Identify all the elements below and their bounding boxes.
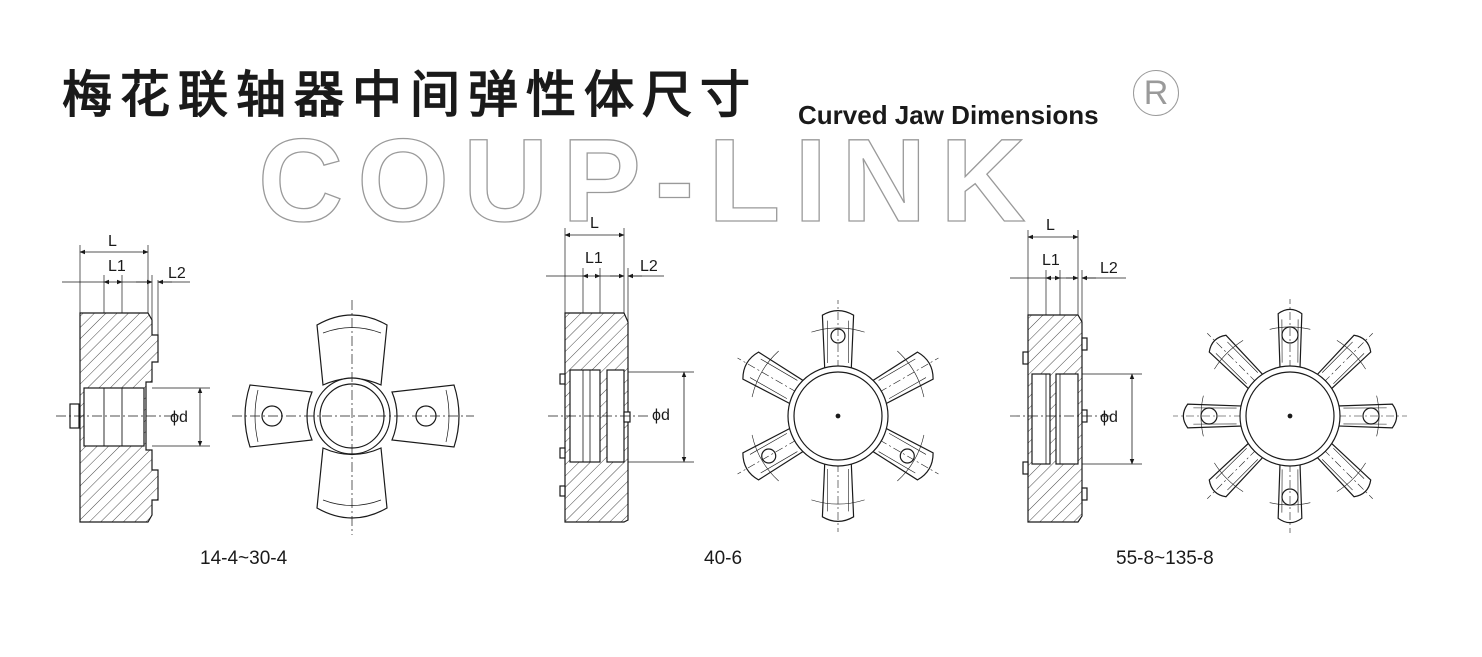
jaw-arc xyxy=(1336,340,1366,370)
dim-label-L1: L1 xyxy=(1042,252,1060,269)
jaw-inner-line xyxy=(749,433,798,474)
jaw-arc xyxy=(1336,462,1366,492)
hub-inner xyxy=(793,371,883,461)
dim-label-L2: L2 xyxy=(640,258,658,275)
center-point xyxy=(835,413,841,419)
dim-label-L1: L1 xyxy=(108,258,126,275)
jaw-inner-line xyxy=(1193,407,1237,425)
caption-variant-3: 55-8~135-8 xyxy=(1116,548,1214,569)
jaw-lobe xyxy=(742,351,806,406)
caption-variant-2: 40-6 xyxy=(704,548,743,569)
dim-label-bore: ϕd xyxy=(652,407,670,424)
jaw-inner-line xyxy=(1321,341,1365,385)
section-view-2 xyxy=(546,228,694,523)
section-view-1 xyxy=(56,245,210,523)
hub-inner xyxy=(1245,371,1335,461)
registered-mark-icon: R xyxy=(1133,70,1179,116)
dim-label-L2: L2 xyxy=(1100,260,1118,277)
dim-label-L: L xyxy=(1046,217,1055,234)
jaw-inner-line xyxy=(1281,469,1299,513)
jaw-inner-line xyxy=(878,433,927,474)
dim-label-L: L xyxy=(108,233,117,250)
front-view-4-jaw xyxy=(232,300,474,535)
jaw-inner-line xyxy=(1321,447,1365,491)
dim-label-L2: L2 xyxy=(168,265,186,282)
jaw-lobe xyxy=(870,351,934,406)
jaw-inner-line xyxy=(1215,447,1259,491)
caption-variant-1: 14-4~30-4 xyxy=(200,548,288,569)
jaw-inner-line xyxy=(1215,341,1259,385)
front-view-8-jaw xyxy=(1173,299,1407,533)
jaw-arc xyxy=(1214,462,1244,492)
dim-label-bore: ϕd xyxy=(1100,409,1118,426)
dim-label-bore: ϕd xyxy=(170,409,188,426)
section-view-3 xyxy=(1010,230,1142,523)
jaw-inner-line xyxy=(826,320,850,364)
jaw-arc xyxy=(1214,340,1244,370)
jaw-inner-line xyxy=(1343,407,1387,425)
center-point xyxy=(1287,413,1293,419)
jaw-inner-line xyxy=(749,358,798,399)
jaw-inner-line xyxy=(826,468,850,512)
dim-label-L: L xyxy=(590,215,599,232)
brand-watermark: COUP-LINK xyxy=(257,115,1040,247)
dim-label-L1: L1 xyxy=(585,250,603,267)
title-chinese: 梅花联轴器中间弹性体尺寸 xyxy=(62,66,758,124)
title-english: Curved Jaw Dimensions xyxy=(798,100,1099,130)
jaw-inner-line xyxy=(878,358,927,399)
jaw-inner-line xyxy=(1281,319,1299,363)
front-view-6-jaw xyxy=(737,300,939,532)
